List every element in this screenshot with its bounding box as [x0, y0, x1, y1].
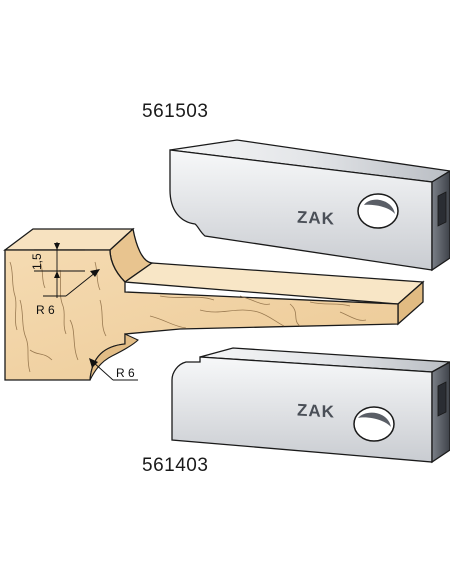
- upper-radius-label: R 6: [36, 303, 55, 317]
- bottom-cutter-knife: ZAK: [171, 347, 450, 464]
- bottom-knife-hole: [353, 406, 395, 442]
- top-knife-front-face: [169, 149, 433, 271]
- part-number-bottom: 561403: [142, 455, 209, 476]
- top-cutter-knife: ZAK: [169, 139, 450, 272]
- top-knife-hole: [357, 193, 399, 229]
- wood-lower-cove: [89, 333, 139, 381]
- depth-dimension-label: 1,5: [30, 253, 44, 270]
- bottom-knife-logo: ZAK: [297, 401, 335, 422]
- dimension-annotations: [34, 242, 138, 381]
- wood-grain: [9, 261, 367, 373]
- part-number-top: 561503: [142, 101, 209, 122]
- wood-profile: [3, 227, 425, 381]
- top-knife-logo: ZAK: [297, 208, 335, 229]
- top-knife-slot: [437, 191, 447, 227]
- lower-radius-label: R 6: [116, 366, 135, 380]
- bottom-knife-slot: [437, 381, 447, 417]
